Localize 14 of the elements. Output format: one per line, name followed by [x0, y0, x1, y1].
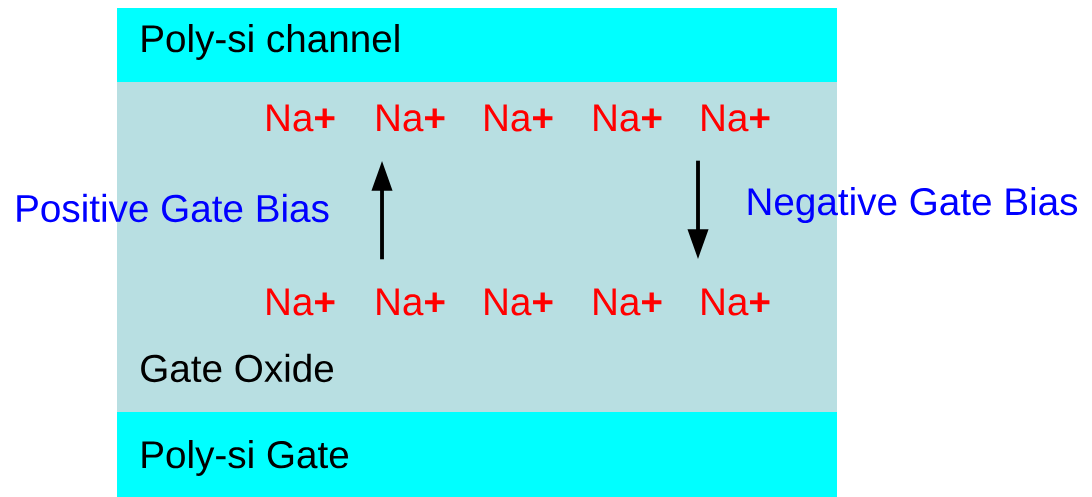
ion-label: Na+: [267, 288, 335, 316]
layer-band: Poly-si Gate: [117, 412, 837, 497]
ion-label: Na+: [702, 288, 770, 316]
ion-label: Na+: [485, 288, 553, 316]
bias-label: Positive Gate Bias: [17, 193, 329, 223]
ion-label: Na+: [594, 104, 662, 132]
ion-label: Na+: [702, 104, 770, 132]
ion-label: Na+: [377, 104, 445, 132]
bias-label: Negative Gate Bias: [748, 187, 1078, 223]
ion-label: Na+: [485, 104, 553, 132]
ion-label: Na+: [267, 104, 335, 132]
ion-label: Na+: [594, 288, 662, 316]
layer-band: Poly-si channel: [117, 8, 837, 82]
ion-label: Na+: [377, 288, 445, 316]
